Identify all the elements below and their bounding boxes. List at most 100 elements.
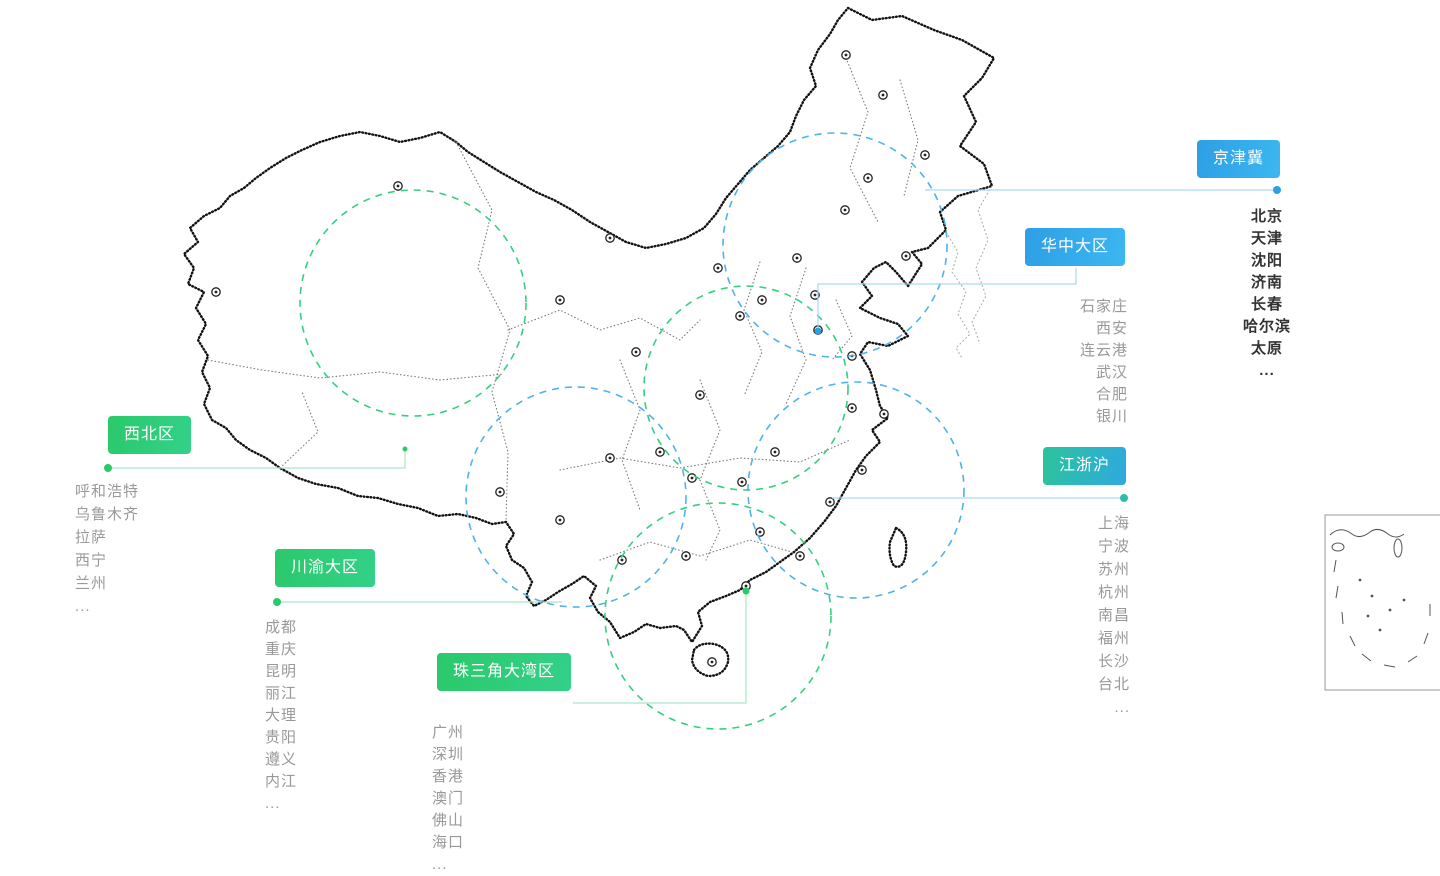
city-marker <box>847 403 857 413</box>
city-marker <box>920 150 930 160</box>
city-marker <box>605 233 615 243</box>
city-item: 丽江 <box>265 685 298 702</box>
city-marker <box>841 50 851 60</box>
city-item: 乌鲁木齐 <box>75 506 140 523</box>
neighbour-coastline <box>945 185 993 359</box>
city-item: 拉萨 <box>75 529 108 546</box>
taiwan-island <box>888 526 908 568</box>
city-item: 西宁 <box>75 552 108 569</box>
city-item: 广州 <box>432 724 465 741</box>
city-item-ellipsis: ... <box>432 856 448 873</box>
connector-dot-xibei-map <box>402 446 408 452</box>
city-marker <box>695 390 705 400</box>
city-item: 宁波 <box>1097 538 1130 555</box>
city-marker <box>857 465 867 475</box>
city-item: 北京 <box>1250 208 1283 225</box>
city-item: 重庆 <box>265 641 298 658</box>
city-item: 成都 <box>265 619 298 636</box>
city-item: 香港 <box>432 768 465 785</box>
city-marker <box>713 263 723 273</box>
city-marker <box>863 173 873 183</box>
city-item: 天津 <box>1250 230 1283 247</box>
city-list-chuanyu: 成都 重庆 昆明 丽江 大理 贵阳 遵义 内江 ... <box>265 617 297 815</box>
region-label-jingjinji[interactable]: 京津冀 <box>1197 140 1281 178</box>
region-label-huazhong[interactable]: 华中大区 <box>1025 228 1126 266</box>
city-item: 长春 <box>1250 296 1283 313</box>
city-item-ellipsis: ... <box>75 598 91 615</box>
city-item: 内江 <box>265 773 298 790</box>
connector-dot-jingjinji <box>1273 186 1281 194</box>
connector-xibei <box>108 447 406 469</box>
city-item: 杭州 <box>1097 584 1130 601</box>
city-list-xibei: 呼和浩特 乌鲁木齐 拉萨 西宁 兰州 ... <box>75 480 139 618</box>
city-item: 福州 <box>1097 630 1130 647</box>
city-list-jingjinji: 北京 天津 沈阳 济南 长春 哈尔滨 太原 ... <box>1212 206 1322 382</box>
connector-dot-xibei <box>104 464 112 472</box>
city-item: 合肥 <box>1095 386 1128 403</box>
city-item: 澳门 <box>432 790 465 807</box>
city-item: 石家庄 <box>1079 298 1128 315</box>
city-item: 佛山 <box>432 812 465 829</box>
city-marker <box>770 447 780 457</box>
region-circle-xibei <box>299 189 527 417</box>
city-item: 西安 <box>1095 320 1128 337</box>
city-item: 南昌 <box>1097 607 1130 624</box>
city-item: 台北 <box>1097 676 1130 693</box>
city-item-ellipsis: ... <box>1114 699 1130 716</box>
region-label-zhusanjiao[interactable]: 珠三角大湾区 <box>437 653 572 691</box>
connector-dot-zhusanjiao <box>742 587 750 595</box>
south-china-sea-inset <box>1324 514 1440 691</box>
city-marker <box>879 409 889 419</box>
city-item: 呼和浩特 <box>75 483 140 500</box>
connector-dot-chuanyu <box>273 598 281 606</box>
region-label-jiangzhehu[interactable]: 江浙沪 <box>1043 447 1127 485</box>
city-list-jiangzhehu: 上海 宁波 苏州 杭州 南昌 福州 长沙 台北 ... <box>1030 512 1130 719</box>
city-item: 哈尔滨 <box>1242 318 1291 335</box>
city-marker <box>555 515 565 525</box>
city-item: 深圳 <box>432 746 465 763</box>
city-item: 苏州 <box>1097 561 1130 578</box>
city-marker <box>901 251 911 261</box>
city-marker <box>655 447 665 457</box>
city-item: 太原 <box>1250 340 1283 357</box>
china-outline <box>182 6 996 678</box>
city-item-ellipsis: ... <box>1259 362 1275 379</box>
region-circle-zhusanjiao <box>604 502 832 730</box>
city-item: 长沙 <box>1097 653 1130 670</box>
city-marker <box>737 477 747 487</box>
city-item: 贵阳 <box>265 729 298 746</box>
city-marker <box>555 295 565 305</box>
city-item: 连云港 <box>1079 342 1128 359</box>
city-marker <box>605 453 615 463</box>
region-label-xibei[interactable]: 西北区 <box>108 416 192 454</box>
city-marker <box>687 473 697 483</box>
connector-zhusanjiao <box>573 591 747 704</box>
connector-huazhong <box>817 268 1077 331</box>
region-circle-jingjinji <box>722 132 948 358</box>
connector-dot-jiangzhehu <box>1120 494 1128 502</box>
city-item: 海口 <box>432 834 465 851</box>
city-marker <box>393 181 403 191</box>
city-item: 上海 <box>1097 515 1130 532</box>
region-circles <box>299 132 965 730</box>
city-list-huazhong: 石家庄 西安 连云港 武汉 合肥 银川 <box>1028 296 1128 428</box>
connector-dot-huazhong <box>814 327 822 335</box>
city-item: 济南 <box>1250 274 1283 291</box>
city-item: 银川 <box>1095 408 1128 425</box>
region-circle-jiangzhehu <box>747 381 965 599</box>
hainan-island <box>690 642 730 678</box>
city-item: 沈阳 <box>1250 252 1283 269</box>
city-marker <box>681 551 691 561</box>
city-marker <box>495 487 505 497</box>
city-item: 武汉 <box>1095 364 1128 381</box>
city-marker <box>735 311 745 321</box>
region-label-chuanyu[interactable]: 川渝大区 <box>275 549 376 587</box>
city-marker <box>795 551 805 561</box>
city-item-ellipsis: ... <box>265 795 281 812</box>
city-item: 昆明 <box>265 663 298 680</box>
city-marker <box>211 287 221 297</box>
city-marker <box>792 253 802 263</box>
city-item: 遵义 <box>265 751 298 768</box>
